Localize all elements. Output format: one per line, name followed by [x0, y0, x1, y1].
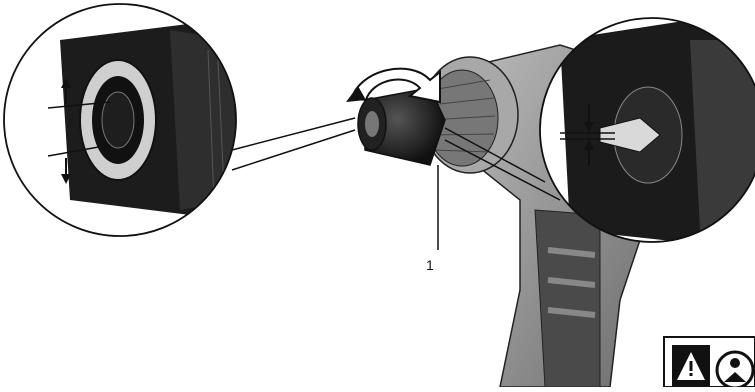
warning-triangle-icon: [672, 345, 710, 387]
up-arrow-icon: [61, 78, 71, 104]
left-detail-circle: [3, 3, 356, 237]
callout-label-1: 1: [426, 257, 434, 273]
read-manual-icon: [715, 350, 755, 390]
down-arrow-icon: [61, 158, 71, 184]
drill-chuck: [357, 87, 446, 166]
converging-arrows-icon: [584, 104, 594, 166]
right-detail-circle: [444, 17, 755, 243]
rotation-arrow-icon: [346, 67, 441, 104]
safety-badge: [663, 336, 755, 390]
